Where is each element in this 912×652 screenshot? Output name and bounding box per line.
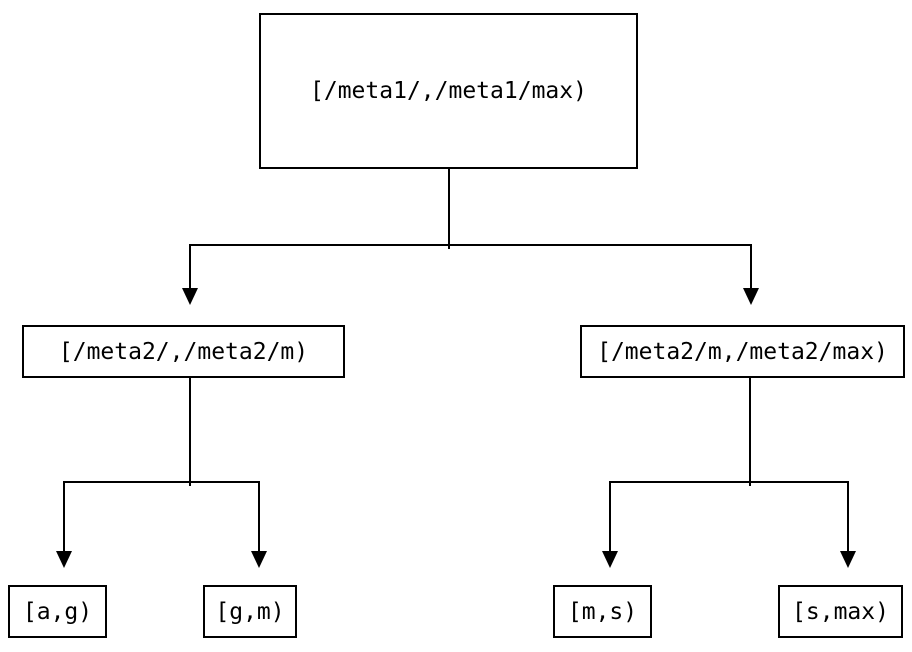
node-leaf-ag: [a,g) (8, 585, 107, 638)
node-label: [a,g) (22, 598, 93, 625)
node-meta2-left: [/meta2/,/meta2/m) (22, 325, 345, 378)
node-leaf-smax: [s,max) (778, 585, 903, 638)
node-root-meta1: [/meta1/,/meta1/max) (259, 13, 638, 169)
arrowhead-to-right-node (743, 288, 759, 305)
node-label: [/meta2/,/meta2/m) (58, 338, 309, 365)
node-meta2-right: [/meta2/m,/meta2/max) (580, 325, 905, 378)
arrowhead-to-leaf-smax (840, 551, 856, 568)
node-label: [/meta1/,/meta1/max) (310, 78, 587, 104)
node-leaf-ms: [m,s) (553, 585, 652, 638)
node-leaf-gm: [g,m) (203, 585, 297, 638)
node-label: [g,m) (215, 598, 285, 625)
node-label: [m,s) (567, 598, 638, 625)
arrowhead-to-leaf-gm (251, 551, 267, 568)
node-label: [/meta2/m,/meta2/max) (597, 338, 888, 365)
arrowhead-to-leaf-ag (56, 551, 72, 568)
arrowhead-to-left-node (182, 288, 198, 305)
arrowhead-to-leaf-ms (602, 551, 618, 568)
node-label: [s,max) (792, 598, 889, 625)
